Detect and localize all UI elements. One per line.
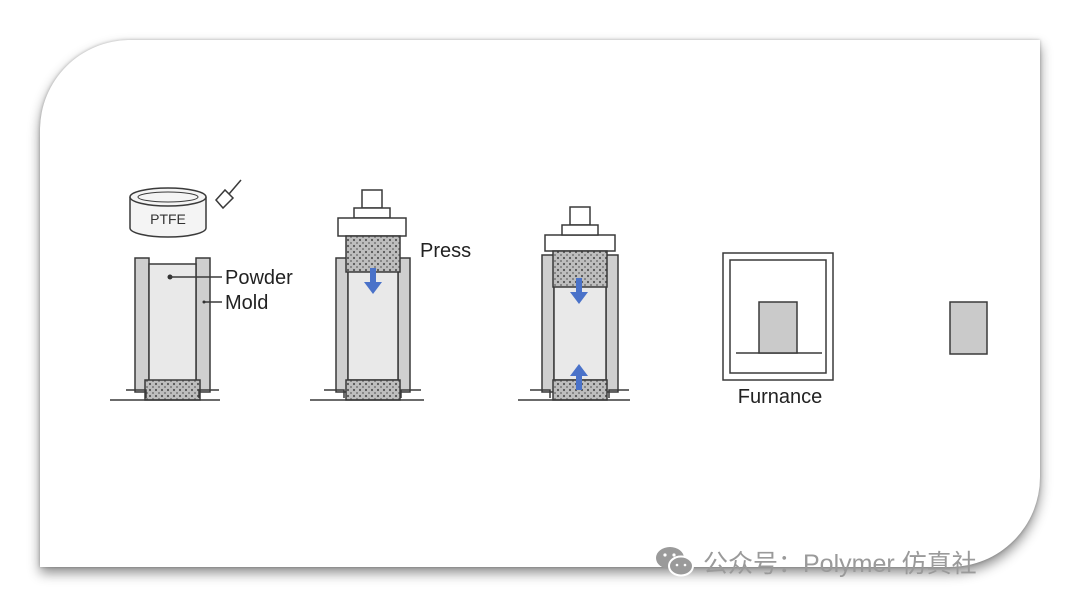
callouts <box>167 274 222 304</box>
process-diagram: PTFE Powder <box>110 179 988 408</box>
mold-label: Mold <box>225 292 268 314</box>
diagram-frame: PTFE Powder <box>40 40 1040 567</box>
powder-label: Powder <box>225 267 293 289</box>
step-fill-mold: PTFE Powder <box>110 179 293 401</box>
compacted-powder <box>345 235 401 273</box>
can-label: PTFE <box>150 211 186 227</box>
wechat-icon <box>656 547 694 577</box>
furnace-sample <box>758 301 798 354</box>
press-label: Press <box>420 240 471 262</box>
step-press-both <box>518 206 630 401</box>
watermark-text: 公众号：Polymer 仿真社 <box>703 550 977 578</box>
scoop-icon <box>214 179 242 210</box>
watermark: 公众号：Polymer 仿真社 <box>655 544 1043 580</box>
step-furnace: Furnance <box>722 252 834 408</box>
down-arrow-icon <box>364 268 382 294</box>
up-arrow-icon <box>570 364 588 390</box>
mold-1 <box>110 257 220 401</box>
punch-plate <box>337 217 407 237</box>
ptfe-can: PTFE <box>129 187 207 238</box>
powder-bed <box>144 379 201 401</box>
furnace-label: Furnance <box>738 386 823 408</box>
down-arrow-icon <box>570 278 588 304</box>
step-press-down: Press <box>310 189 471 401</box>
finished-part <box>949 301 988 355</box>
